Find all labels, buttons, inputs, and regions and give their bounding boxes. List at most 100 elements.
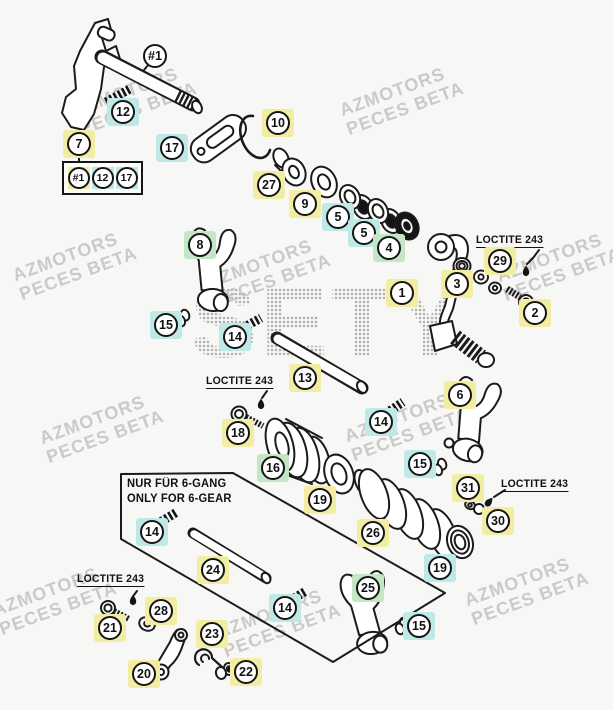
part-clip-23 bbox=[193, 648, 224, 669]
callout-29: 29 bbox=[484, 247, 516, 275]
callout-number: 3 bbox=[445, 272, 469, 296]
callout-number: 19 bbox=[428, 556, 452, 580]
callout-5: 5 bbox=[322, 203, 354, 231]
callout-number: 30 bbox=[486, 509, 510, 533]
part-spring-14a bbox=[236, 314, 264, 334]
callout-number: 23 bbox=[200, 622, 224, 646]
callout-10: 10 bbox=[262, 109, 294, 137]
callout-26: 26 bbox=[357, 519, 389, 547]
six-gear-note: NUR FÜR 6-GANG ONLY FOR 6-GEAR bbox=[127, 477, 232, 507]
callout-19: 19 bbox=[424, 554, 456, 582]
callout-8: 8 bbox=[184, 231, 216, 259]
callout-21: 21 bbox=[94, 614, 126, 642]
callout-30: 30 bbox=[482, 507, 514, 535]
part-circlip-10 bbox=[238, 114, 272, 160]
loctite-label-mid: LOCTITE 243 bbox=[206, 375, 274, 389]
callout-number: 27 bbox=[257, 173, 281, 197]
loctite-label-bottom-left: LOCTITE 243 bbox=[77, 573, 145, 587]
callout-15: 15 bbox=[150, 311, 182, 339]
callout-number: 14 bbox=[369, 410, 393, 434]
callout-number: 14 bbox=[223, 325, 247, 349]
loctite-drop-icon bbox=[128, 593, 138, 607]
callout-number: 15 bbox=[154, 313, 178, 337]
callout-31: 31 bbox=[452, 474, 484, 502]
callout-3: 3 bbox=[441, 270, 473, 298]
callout-14: 14 bbox=[219, 323, 251, 351]
callout-20: 20 bbox=[128, 660, 160, 688]
callout-number: 31 bbox=[456, 476, 480, 500]
callout-number: 15 bbox=[408, 452, 432, 476]
callout-number: 17 bbox=[160, 136, 184, 160]
legend-box: #1 12 17 bbox=[62, 161, 143, 195]
callout-9: 9 bbox=[289, 190, 321, 218]
callout-number: 25 bbox=[356, 576, 380, 600]
part-washer-9 bbox=[310, 165, 338, 199]
legend-item-label: 17 bbox=[120, 172, 133, 184]
callout-27: 27 bbox=[253, 171, 285, 199]
leader-loctite-top-right bbox=[526, 249, 540, 265]
callout-15: 15 bbox=[403, 612, 435, 640]
callout-number: 15 bbox=[407, 614, 431, 638]
part-seal-4 bbox=[394, 211, 420, 241]
callout-18: 18 bbox=[222, 419, 254, 447]
callout-number: 20 bbox=[132, 662, 156, 686]
callout-4: 4 bbox=[373, 234, 405, 262]
callout-number: 21 bbox=[98, 616, 122, 640]
callout-6: 6 bbox=[444, 381, 476, 409]
callout-number: 18 bbox=[226, 421, 250, 445]
part-disc-19a bbox=[323, 453, 355, 495]
part-seal-19b bbox=[445, 524, 475, 560]
callout-ref1: #1 bbox=[143, 44, 167, 68]
callout-number: 24 bbox=[201, 558, 225, 582]
loctite-label-bottom-right: LOCTITE 243 bbox=[501, 478, 569, 492]
callout-number: 16 bbox=[261, 456, 285, 480]
callout-28: 28 bbox=[145, 597, 177, 625]
callout-number: 8 bbox=[188, 233, 212, 257]
legend-item-17: 17 bbox=[115, 167, 138, 189]
callout-5: 5 bbox=[348, 219, 380, 247]
callout-23: 23 bbox=[196, 620, 228, 648]
callout-14: 14 bbox=[136, 518, 168, 546]
six-gear-note-line2: ONLY FOR 6-GEAR bbox=[127, 492, 232, 505]
loctite-drop-icon bbox=[256, 397, 266, 411]
legend-item-12: 12 bbox=[91, 167, 114, 189]
callout-13: 13 bbox=[289, 364, 321, 392]
loctite-label-top-right: LOCTITE 243 bbox=[476, 234, 544, 248]
callout-number: 26 bbox=[361, 521, 385, 545]
callout-number: 14 bbox=[140, 520, 164, 544]
legend-item-ref1: #1 bbox=[67, 167, 90, 189]
callout-25: 25 bbox=[352, 574, 384, 602]
part-pin bbox=[96, 25, 116, 42]
callout-number: 7 bbox=[67, 132, 91, 156]
part-collar-27 bbox=[272, 147, 307, 187]
callout-1: 1 bbox=[386, 279, 418, 307]
callout-number: 13 bbox=[293, 366, 317, 390]
six-gear-option-box bbox=[120, 472, 446, 663]
callout-number: 19 bbox=[308, 488, 332, 512]
callout-15: 15 bbox=[404, 450, 436, 478]
callout-number: 28 bbox=[149, 599, 173, 623]
callout-number: 14 bbox=[273, 596, 297, 620]
callout-number: 12 bbox=[111, 100, 135, 124]
leader-loctite-mid bbox=[261, 390, 268, 399]
loctite-drop-icon bbox=[521, 264, 531, 278]
callout-24: 24 bbox=[197, 556, 229, 584]
legend-item-label: #1 bbox=[72, 172, 85, 184]
leader-loctite-bottom-left bbox=[133, 590, 138, 596]
callout-2: 2 bbox=[519, 299, 551, 327]
callout-number: 9 bbox=[293, 192, 317, 216]
callout-number: 6 bbox=[448, 383, 472, 407]
callout-number: 2 bbox=[523, 301, 547, 325]
callout-16: 16 bbox=[257, 454, 289, 482]
callout-17: 17 bbox=[156, 134, 188, 162]
callout-number: 29 bbox=[488, 249, 512, 273]
callout-number: 4 bbox=[377, 236, 401, 260]
callout-12: 12 bbox=[107, 98, 139, 126]
callout-7: 7 bbox=[63, 130, 95, 158]
callout-number: 10 bbox=[266, 111, 290, 135]
part-rod-13 bbox=[270, 331, 369, 395]
callout-19: 19 bbox=[304, 486, 336, 514]
callout-number: 22 bbox=[234, 660, 258, 684]
